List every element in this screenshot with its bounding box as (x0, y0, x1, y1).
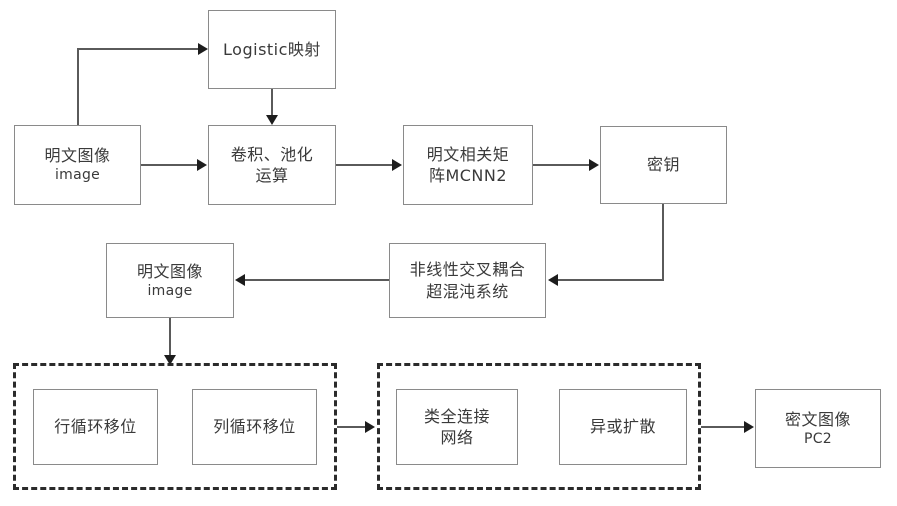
node-logistic-map[interactable]: Logistic映射 (208, 10, 336, 89)
node-logistic-map-line1: Logistic映射 (223, 39, 321, 59)
edge-convpool-to-plainmatrix (336, 164, 394, 166)
node-conv-pool[interactable]: 卷积、池化 运算 (208, 125, 336, 205)
node-cipher-image-line1: 密文图像 (784, 409, 851, 429)
node-plain-image-1[interactable]: 明文图像 image (14, 125, 141, 205)
edge-secretkey-to-hyperchaotic-horizontal (558, 279, 664, 281)
node-hyperchaotic-system-line2: 超混沌系统 (426, 281, 509, 301)
node-cipher-image[interactable]: 密文图像 PC2 (755, 389, 881, 468)
node-hyperchaotic-system[interactable]: 非线性交叉耦合 超混沌系统 (389, 243, 546, 318)
group-diffusion (377, 363, 701, 490)
node-plain-image-2[interactable]: 明文图像 image (106, 243, 234, 318)
node-cipher-image-line2: PC2 (803, 430, 833, 447)
node-secret-key-line1: 密钥 (646, 155, 680, 175)
edge-diffusion-to-cipherimage (701, 426, 747, 428)
node-plain-matrix[interactable]: 明文相关矩 阵MCNN2 (403, 125, 533, 205)
edge-plainimage1-to-logistic-horizontal (77, 48, 200, 50)
node-conv-pool-line1: 卷积、池化 (230, 144, 314, 164)
node-row-cyclic-shift-line1: 行循环移位 (54, 417, 137, 437)
arrowhead-cipherimage-left (744, 421, 754, 433)
edge-plainimage2-to-permutation-group (169, 318, 171, 360)
edge-hyperchaotic-to-plainimage2 (245, 279, 390, 281)
node-plain-image-2-line1: 明文图像 (136, 261, 203, 281)
arrowhead-to-logistic-map (198, 43, 208, 55)
edge-plainimage1-to-convpool (141, 164, 199, 166)
node-plain-matrix-line1: 明文相关矩 (426, 144, 510, 164)
node-xor-diffusion-line1: 异或扩散 (589, 417, 656, 437)
arrowhead-diffusion-group-left (365, 421, 375, 433)
arrowhead-plainmatrix-left (392, 159, 402, 171)
node-fully-connected-like-line2: 网络 (440, 428, 474, 447)
node-col-cyclic-shift[interactable]: 列循环移位 (192, 389, 317, 465)
node-conv-pool-line2: 运算 (255, 166, 289, 185)
node-fully-connected-like-line1: 类全连接 (423, 406, 490, 426)
edge-plainmatrix-to-secretkey (533, 164, 591, 166)
edge-permutation-to-diffusion (337, 426, 369, 428)
arrowhead-hyperchaotic-right (548, 274, 558, 286)
edge-plainimage1-to-logistic-vertical (77, 49, 79, 126)
arrowhead-convpool-left (197, 159, 207, 171)
node-xor-diffusion[interactable]: 异或扩散 (559, 389, 687, 465)
edge-secretkey-down-vertical (662, 204, 664, 281)
node-plain-image-2-line2: image (147, 282, 193, 299)
arrowhead-permutation-group-top (164, 355, 176, 365)
node-fully-connected-like[interactable]: 类全连接 网络 (396, 389, 518, 465)
node-secret-key[interactable]: 密钥 (600, 126, 727, 204)
edge-logistic-to-convpool (271, 89, 273, 117)
arrowhead-plainimage2-right (235, 274, 245, 286)
node-plain-matrix-line2: 阵MCNN2 (428, 166, 508, 185)
node-col-cyclic-shift-line1: 列循环移位 (213, 417, 296, 437)
arrowhead-secretkey-left (589, 159, 599, 171)
arrowhead-to-conv-pool (266, 115, 278, 125)
node-plain-image-1-line1: 明文图像 (44, 146, 111, 166)
node-hyperchaotic-system-line1: 非线性交叉耦合 (409, 260, 526, 280)
node-plain-image-1-line2: image (54, 167, 101, 184)
node-row-cyclic-shift[interactable]: 行循环移位 (33, 389, 158, 465)
